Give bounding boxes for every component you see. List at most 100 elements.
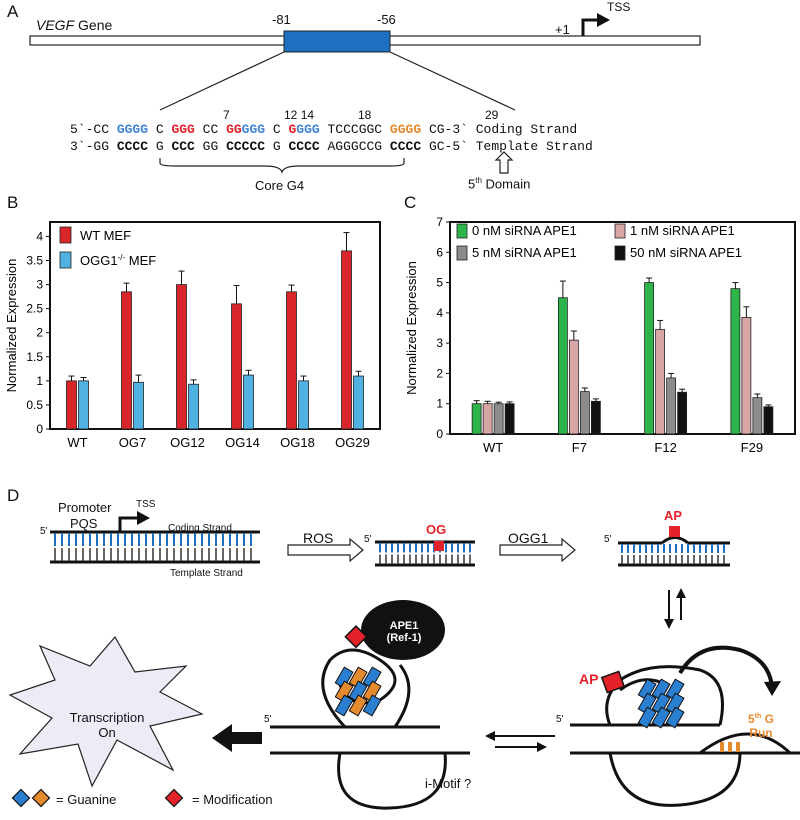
- y-tick-label: 2.5: [26, 302, 43, 316]
- legend-swatch: [614, 223, 626, 239]
- y-tick-label: 6: [436, 245, 443, 259]
- og-label: OG: [426, 522, 447, 537]
- legend-label: 5 nM siRNA APE1: [472, 245, 577, 260]
- y-tick-label: 1: [36, 374, 43, 388]
- guanine-diamond: [651, 678, 671, 701]
- bar: [176, 284, 187, 430]
- bar: [677, 391, 688, 435]
- x-tick-label: F7: [572, 440, 587, 455]
- bar: [730, 288, 741, 435]
- bar: [121, 291, 132, 430]
- guanine-diamond: [665, 678, 685, 701]
- legend-guanine-blue: [11, 788, 31, 808]
- x-tick-label: WT: [67, 435, 87, 450]
- pos-18: 18: [358, 108, 372, 122]
- bar: [66, 380, 77, 430]
- bar: [655, 329, 666, 435]
- duplex-1: [50, 511, 260, 564]
- bar: [133, 381, 144, 430]
- y-tick-label: 1.5: [26, 350, 43, 364]
- x-tick-label: F12: [654, 440, 676, 455]
- template-strand-seq: 3`-GG CCCC G CCC GG CCCCC G CCCC AGGGCCG…: [70, 139, 593, 154]
- five-prime-1: 5': [40, 526, 48, 537]
- ap-label: AP: [664, 508, 683, 523]
- core-g4-label: Core G4: [255, 178, 305, 193]
- ros-label: ROS: [303, 530, 334, 546]
- x-tick-label: OG7: [119, 435, 146, 450]
- bar: [741, 317, 752, 435]
- y-tick-label: 3.5: [26, 254, 43, 268]
- guanine-diamond: [637, 692, 657, 715]
- bar: [763, 406, 774, 435]
- plot-frame: [449, 221, 796, 435]
- x-tick-label: OG29: [335, 435, 370, 450]
- bar: [298, 380, 309, 430]
- y-tick-label: 4: [436, 306, 443, 320]
- bar: [493, 403, 504, 435]
- legend-modification-text: = Modification: [192, 792, 273, 807]
- bar: [644, 282, 655, 435]
- y-tick-label: 0: [36, 422, 43, 436]
- y-tick-label: 1: [436, 397, 443, 411]
- guanine-diamond: [651, 692, 671, 715]
- duplex-2: [375, 540, 475, 567]
- guanine-diamond: [334, 680, 354, 703]
- tss-arrowhead: [597, 13, 610, 27]
- bar: [504, 403, 515, 435]
- ap-label-g4: AP: [579, 671, 599, 687]
- y-tick-label: 0: [436, 427, 443, 441]
- bar: [353, 375, 364, 430]
- pos-left-label: -81: [272, 12, 291, 27]
- bar: [471, 403, 482, 435]
- legend-swatch: [614, 245, 626, 261]
- bar: [188, 383, 199, 430]
- imotif-label: i-Motif ?: [425, 776, 472, 791]
- coding-strand-seq: 5`-CC GGGG C GGG CC GGGGG C GGGG TCCCGGC…: [70, 122, 578, 137]
- bar: [752, 397, 763, 435]
- guanine-diamond: [637, 706, 657, 729]
- panel-a-gene-diagram: [29, 13, 701, 174]
- y-axis-label: Normalized Expression: [404, 261, 419, 395]
- ros-arrow: [287, 537, 364, 563]
- guanine-diamond: [334, 694, 354, 717]
- og-lesion: [434, 541, 444, 551]
- y-tick-label: 7: [436, 215, 443, 229]
- panel-b-letter: B: [7, 193, 19, 212]
- duplex-3: [618, 526, 730, 567]
- tss-label-d: TSS: [136, 499, 156, 510]
- y-tick-label: 3: [436, 336, 443, 350]
- tss-arrowhead-d: [137, 511, 150, 525]
- guanine-diamond: [348, 666, 368, 689]
- zoom-line-left: [159, 51, 285, 111]
- x-tick-label: F29: [741, 440, 763, 455]
- tss-label: TSS: [607, 0, 631, 14]
- x-tick-label: WT: [483, 440, 503, 455]
- bar: [579, 391, 590, 435]
- pos-29: 29: [485, 108, 499, 122]
- legend-swatch-ogg1: [59, 251, 72, 269]
- plot-frame: [49, 221, 381, 430]
- legend-label: 1 nM siRNA APE1: [630, 223, 735, 238]
- pos-right-label: -56: [377, 12, 396, 27]
- y-tick-label: 4: [36, 229, 43, 243]
- template-strand-label: Template Strand: [170, 568, 243, 579]
- bar: [243, 374, 254, 430]
- pqs-label: PQS: [70, 516, 98, 531]
- guanine-diamond: [362, 694, 382, 717]
- bar: [231, 303, 242, 430]
- legend-swatch: [456, 223, 468, 239]
- tss-arrow-d: [118, 516, 140, 532]
- five-prime-4: 5': [556, 714, 564, 725]
- bar: [78, 380, 89, 430]
- guanine-diamond: [665, 692, 685, 715]
- x-tick-label: OG14: [225, 435, 260, 450]
- guanine-diamond: [348, 680, 368, 703]
- x-tick-label: OG18: [280, 435, 315, 450]
- gene-label: VEGF Gene: [36, 17, 113, 33]
- bar: [482, 403, 493, 435]
- legend-modification: [164, 788, 184, 808]
- fifth-g-arrow: [678, 645, 774, 689]
- g-quadruplex-structure: [570, 645, 800, 807]
